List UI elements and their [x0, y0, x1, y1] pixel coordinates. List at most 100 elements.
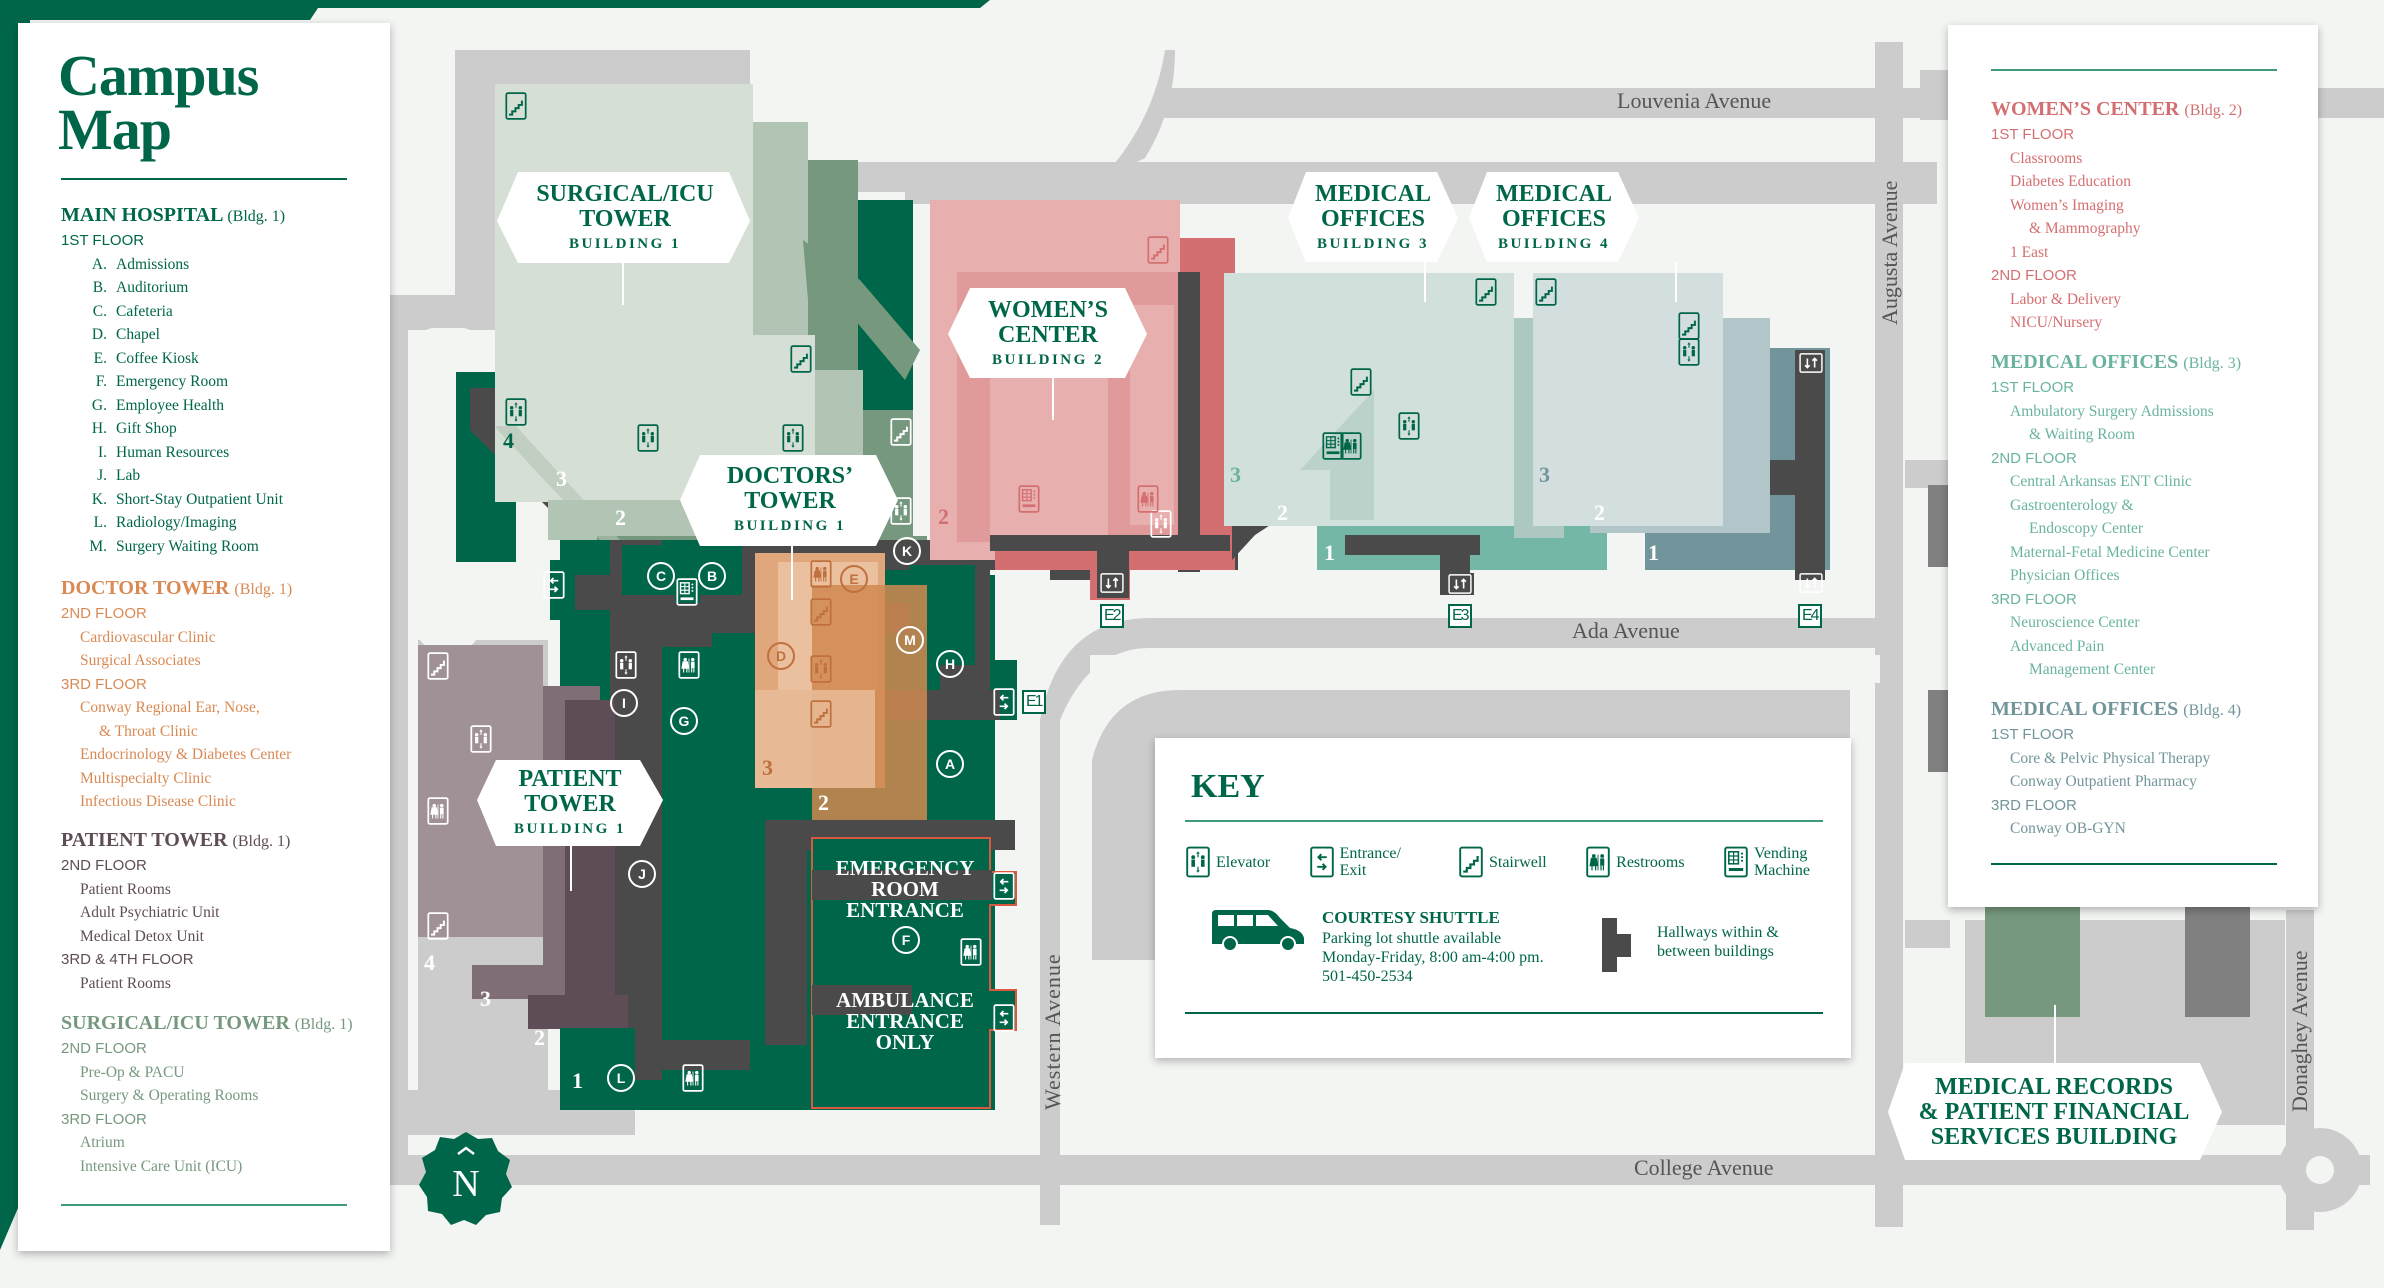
legend-medical-offices-4: MEDICAL OFFICES (Bldg. 4) 1ST FLOOR Core…: [1991, 697, 2241, 841]
legend-item[interactable]: I.Human Resources: [61, 441, 285, 465]
legend-item-letter: M.: [89, 537, 107, 555]
legend-item[interactable]: Conway Outpatient Pharmacy: [2010, 773, 2197, 790]
legend-item[interactable]: Patient Rooms: [80, 880, 171, 898]
legend-item[interactable]: C. Cafeteria: [61, 300, 285, 324]
section-bldg: (Bldg. 1): [234, 581, 293, 598]
key-restrooms: Restrooms: [1586, 838, 1685, 886]
tag-doctors-tower[interactable]: DOCTORS’ TOWER BUILDING 1: [690, 460, 890, 540]
legend-item[interactable]: A.Admissions: [61, 253, 285, 277]
location-marker-b[interactable]: B: [698, 562, 726, 590]
legend-item[interactable]: Physician Offices: [2010, 567, 2120, 584]
location-marker-d[interactable]: D: [767, 642, 795, 670]
legend-item[interactable]: Management Center: [2029, 661, 2156, 678]
divider: [61, 178, 347, 180]
legend-item[interactable]: Central Arkansas ENT Clinic: [2010, 473, 2192, 490]
legend-item[interactable]: Infectious Disease Clinic: [80, 793, 236, 810]
road-label-louvenia: Louvenia Avenue: [1617, 88, 1772, 113]
legend-item-letter: C.: [92, 302, 107, 320]
legend-item[interactable]: Cardiovascular Clinic: [80, 628, 216, 646]
title-line: Map: [58, 97, 172, 162]
tag-womens-center[interactable]: WOMEN’S CENTER BUILDING 2: [958, 294, 1138, 374]
location-marker-h[interactable]: H: [936, 650, 964, 678]
legend-item[interactable]: Patient Rooms: [80, 974, 171, 992]
tag-title: TOWER: [579, 206, 671, 232]
legend-item[interactable]: & Mammography: [2029, 220, 2141, 237]
tag-patient-tower[interactable]: PATIENT TOWER BUILDING 1: [487, 764, 653, 842]
legend-item[interactable]: Endoscopy Center: [2029, 520, 2144, 537]
location-marker-f[interactable]: F: [892, 926, 920, 954]
location-marker-a[interactable]: A: [936, 750, 964, 778]
section-title: SURGICAL/ICU TOWER: [61, 1012, 290, 1034]
legend-item-label: Cafeteria: [116, 302, 173, 320]
location-marker-k[interactable]: K: [893, 537, 921, 565]
key-panel: KEY Elevator Entrance/ Exit Stairwell Re…: [1155, 738, 1851, 1058]
tag-medical-offices-3[interactable]: MEDICAL OFFICES BUILDING 3: [1298, 178, 1448, 258]
legend-item-label: Emergency Room: [116, 373, 229, 390]
legend-item[interactable]: Pre-Op & PACU: [80, 1063, 185, 1081]
location-marker-e[interactable]: E: [840, 565, 868, 593]
legend-item[interactable]: Conway OB-GYN: [2010, 820, 2126, 837]
legend-item[interactable]: Surgery & Operating Rooms: [80, 1087, 259, 1104]
floor-heading: 2ND FLOOR: [1991, 449, 2077, 467]
legend-item[interactable]: Core & Pelvic Physical Therapy: [2010, 749, 2211, 767]
legend-item[interactable]: H.Gift Shop: [61, 417, 285, 441]
legend-item[interactable]: Atrium: [80, 1134, 125, 1151]
tag-title: MEDICAL: [1314, 181, 1431, 207]
legend-item[interactable]: Adult Psychiatric Unit: [80, 904, 220, 921]
legend-item[interactable]: Intensive Care Unit (ICU): [80, 1157, 243, 1175]
location-marker-m[interactable]: M: [896, 626, 924, 654]
legend-item[interactable]: & Waiting Room: [2029, 426, 2136, 443]
legend-left-panel: Campus Map MAIN HOSPITAL (Bldg. 1) 1ST F…: [18, 23, 390, 1251]
legend-womens-center: WOMEN’S CENTER (Bldg. 2) 1ST FLOOR Class…: [1991, 97, 2242, 335]
legend-item[interactable]: Surgical Associates: [80, 652, 201, 669]
legend-item[interactable]: F.Emergency Room: [61, 370, 285, 394]
location-marker-c[interactable]: C: [647, 562, 675, 590]
location-marker-l[interactable]: L: [607, 1064, 635, 1092]
legend-item[interactable]: K.Short-Stay Outpatient Unit: [61, 488, 285, 512]
legend-item[interactable]: Women’s Imaging: [2010, 196, 2124, 214]
legend-item[interactable]: Advanced Pain: [2010, 637, 2105, 655]
restroom-icon: [1586, 843, 1610, 881]
legend-item[interactable]: L.Radiology/Imaging: [61, 511, 285, 535]
legend-item[interactable]: & Throat Clinic: [99, 722, 198, 740]
floor-heading: 1ST FLOOR: [1991, 379, 2075, 396]
shuttle-phone[interactable]: 501-450-2534: [1322, 968, 1413, 985]
tag-records-building[interactable]: MEDICAL RECORDS & PATIENT FINANCIAL SERV…: [1898, 1068, 2210, 1156]
section-title: MEDICAL OFFICES: [1991, 698, 2179, 720]
floor-number: 3: [1230, 462, 1241, 487]
tag-title: CENTER: [997, 322, 1099, 348]
legend-item[interactable]: Conway Regional Ear, Nose,: [80, 699, 260, 716]
records-building: [1985, 905, 2080, 1017]
entrance-exit-icon: [1310, 843, 1334, 881]
legend-item[interactable]: Neuroscience Center: [2010, 614, 2140, 631]
legend-item[interactable]: J.Lab: [61, 464, 285, 488]
tag-surgical-tower[interactable]: SURGICAL/ICU TOWER BUILDING 1: [510, 178, 740, 258]
legend-item[interactable]: 1 East: [2010, 243, 2049, 261]
legend-item[interactable]: Multispecialty Clinic: [80, 769, 212, 787]
legend-item[interactable]: Maternal-Fetal Medicine Center: [2010, 543, 2210, 561]
legend-item[interactable]: Ambulatory Surgery Admissions: [2010, 402, 2214, 420]
legend-item[interactable]: G.Employee Health: [61, 394, 285, 418]
legend-item[interactable]: E.Coffee Kiosk: [61, 347, 285, 371]
location-marker-i[interactable]: I: [610, 689, 638, 717]
location-marker-g[interactable]: G: [670, 707, 698, 735]
location-marker-j[interactable]: J: [628, 860, 656, 888]
legend-item[interactable]: Labor & Delivery: [2010, 290, 2122, 308]
tag-building: BUILDING 3: [1316, 236, 1430, 252]
tag-building: BUILDING 1: [568, 236, 682, 252]
legend-item[interactable]: B.Auditorium: [61, 276, 285, 300]
legend-item[interactable]: M.Surgery Waiting Room: [61, 535, 285, 559]
legend-item[interactable]: Medical Detox Unit: [80, 927, 204, 945]
legend-item[interactable]: Classrooms: [2010, 149, 2083, 167]
legend-item[interactable]: Diabetes Education: [2010, 173, 2131, 190]
tag-medical-offices-4[interactable]: MEDICAL OFFICES BUILDING 4: [1479, 178, 1629, 258]
tag-title: PATIENT: [518, 766, 622, 792]
legend-item-label: Coffee Kiosk: [116, 349, 199, 367]
top-banner: [0, 0, 990, 20]
legend-item[interactable]: D.Chapel: [61, 323, 285, 347]
legend-item[interactable]: NICU/Nursery: [2010, 314, 2103, 331]
floor-heading: 2ND FLOOR: [61, 857, 147, 874]
legend-item[interactable]: Endocrinology & Diabetes Center: [80, 746, 292, 763]
legend-item[interactable]: Gastroenterology &: [2010, 496, 2134, 514]
